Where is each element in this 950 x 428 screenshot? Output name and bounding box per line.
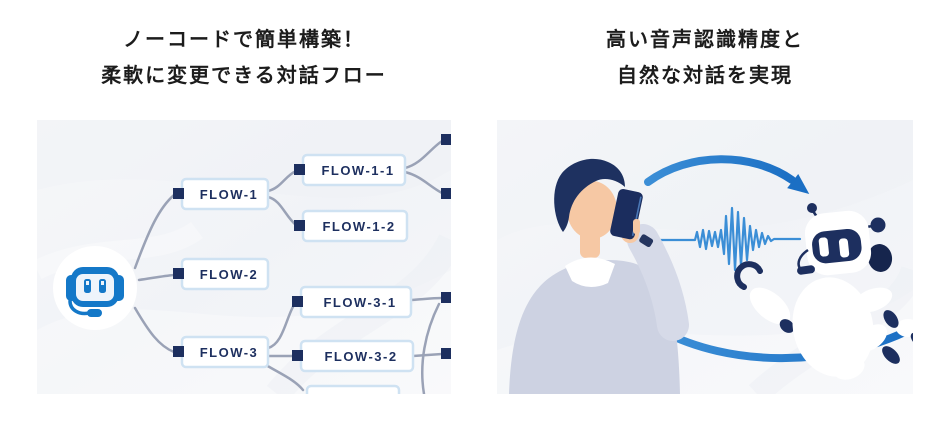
face [567, 181, 617, 239]
robot-visor [812, 228, 862, 264]
robot-left-hand [734, 261, 763, 290]
robot-ear-disc [867, 244, 893, 272]
robot-foot [882, 346, 900, 364]
voice-conversation-illustration [497, 120, 926, 403]
flow-node-label: FLOW-3 [200, 345, 259, 360]
flow-node-label: FLOW-3-2 [324, 349, 397, 364]
robot-head [804, 210, 872, 276]
flow-edge-nodes [441, 134, 452, 359]
title-line-2: 柔軟に変更できる対話フロー [101, 65, 387, 87]
feature-voice-recognition: 高い音声認識精度と 自然な対話を実現 [497, 0, 926, 428]
fingers [633, 219, 640, 234]
flow-node-flow-2: FLOW-2 [173, 257, 270, 291]
robot-antenna-right [870, 217, 886, 233]
flow-node-label: FLOW-3-1 [323, 295, 396, 310]
robot-antenna-left [807, 203, 817, 213]
person-on-phone [509, 158, 689, 394]
flow-node-flow-1-1: FLOW-1-1 [294, 153, 407, 187]
robot-right-hand [883, 310, 899, 328]
robot-mic [797, 265, 815, 275]
feature-dialog-flow-title: ノーコードで簡単構築！ 柔軟に変更できる対話フロー [37, 22, 451, 94]
dialog-flow-illustration: FLOW-1 FLOW-1-1 FLOW-1-2 FLOW-2 [32, 120, 463, 408]
robot-body [792, 277, 874, 377]
speech-waveform-icon [656, 206, 802, 272]
robot-assistant [734, 203, 926, 380]
feature-voice-recognition-title: 高い音声認識精度と 自然な対話を実現 [497, 22, 913, 94]
flow-node-flow-1-2: FLOW-1-2 [294, 209, 409, 243]
flow-node-label: FLOW-1-1 [321, 163, 394, 178]
arrow-to-robot-icon [644, 155, 810, 195]
robot-eye [818, 237, 829, 257]
title-line-2: 自然な対話を実現 [617, 65, 793, 87]
robot-eye [838, 238, 850, 258]
flow-node-flow-3-1: FLOW-3-1 [292, 285, 413, 319]
flow-node-flow-3-2: FLOW-3-2 [292, 339, 415, 373]
flow-node-partial [305, 384, 401, 408]
flow-node-flow-3: FLOW-3 [173, 335, 270, 369]
robot-left-arm [749, 287, 791, 325]
robot-right-arm [853, 287, 893, 313]
raised-arm [627, 224, 689, 341]
feature-dialog-flow: ノーコードで簡単構築！ 柔軟に変更できる対話フロー [32, 0, 463, 428]
title-line-1: 高い音声認識精度と [606, 29, 804, 51]
flow-node-label: FLOW-1-2 [322, 219, 395, 234]
flow-connectors [133, 139, 444, 396]
flow-nodes: FLOW-1 FLOW-1-1 FLOW-1-2 FLOW-2 [173, 134, 452, 408]
title-line-1: ノーコードで簡単構築！ [123, 29, 365, 51]
shirt-collar [565, 257, 615, 288]
chatbot-headset-icon [53, 246, 137, 330]
watch [639, 234, 654, 248]
flow-node-label: FLOW-2 [200, 267, 259, 282]
flow-node-flow-1: FLOW-1 [173, 177, 270, 211]
hair [554, 158, 625, 232]
flow-node-label: FLOW-1 [200, 187, 259, 202]
